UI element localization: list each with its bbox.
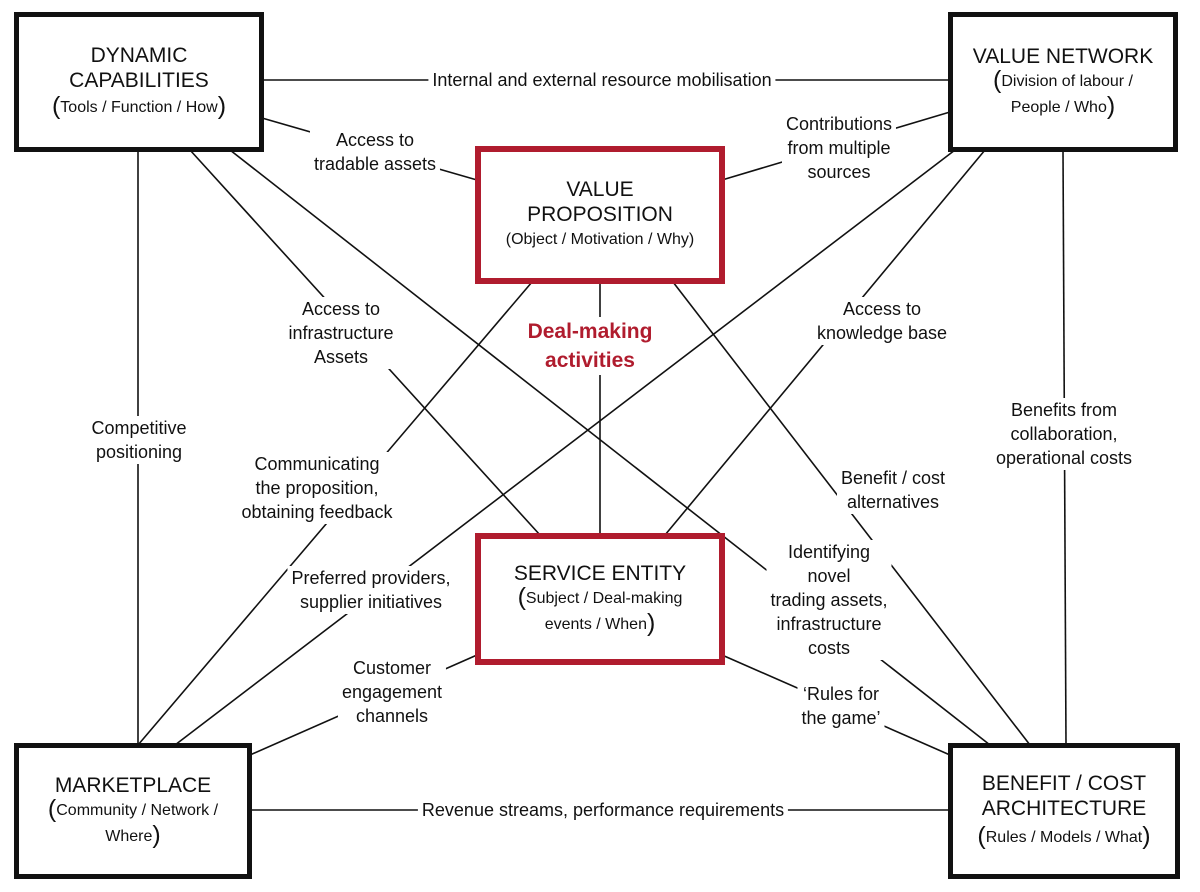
node-title: MARKETPLACE xyxy=(54,773,212,797)
node-subtitle: People / Who) xyxy=(1010,91,1116,120)
node-subtitle: Where) xyxy=(105,820,161,849)
node-subtitle: (Subject / Deal-making xyxy=(517,582,683,611)
node-value-proposition: VALUE PROPOSITION (Object / Motivation /… xyxy=(475,146,725,284)
node-subtitle: (Tools / Function / How) xyxy=(51,92,227,120)
node-title: VALUE xyxy=(566,178,634,201)
node-subtitle: events / When) xyxy=(544,608,656,637)
node-service-entity: SERVICE ENTITY (Subject / Deal-making ev… xyxy=(475,533,725,665)
line-vn-mp xyxy=(174,149,956,746)
node-title: VALUE NETWORK xyxy=(972,44,1154,68)
node-subtitle: (Division of labour / xyxy=(993,65,1133,94)
node-title: SERVICE ENTITY xyxy=(513,561,687,585)
node-title: PROPOSITION xyxy=(527,203,673,226)
node-marketplace: MARKETPLACE (Community / Network / Where… xyxy=(14,743,252,879)
node-title: ARCHITECTURE xyxy=(981,797,1147,820)
node-title: CAPABILITIES xyxy=(69,69,209,92)
node-benefit-cost-architecture: BENEFIT / COST ARCHITECTURE (Rules / Mod… xyxy=(948,743,1180,879)
node-value-network: VALUE NETWORK (Division of labour / Peop… xyxy=(948,12,1178,152)
node-subtitle: (Community / Network / xyxy=(47,794,219,823)
node-subtitle: (Rules / Models / What) xyxy=(977,822,1151,850)
node-title: BENEFIT / COST xyxy=(981,772,1147,795)
label-resource-mobilisation: Internal and external resource mobilisat… xyxy=(428,68,776,92)
node-subtitle: (Object / Motivation / Why) xyxy=(505,231,695,248)
node-dynamic-capabilities: DYNAMIC CAPABILITIES (Tools / Function /… xyxy=(14,12,264,152)
label-revenue-streams: Revenue streams, performance requirement… xyxy=(417,798,789,822)
node-title: DYNAMIC xyxy=(90,44,188,67)
label-preferred-providers: Preferred providers,supplier initiatives xyxy=(287,566,455,614)
